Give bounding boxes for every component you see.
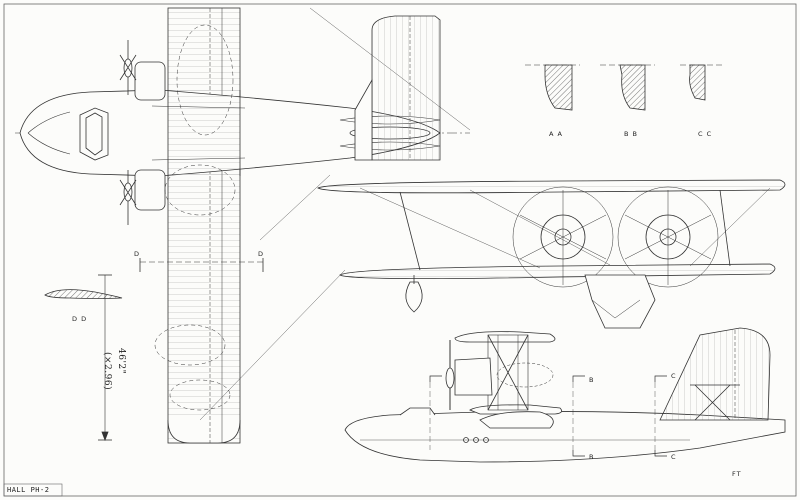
front-prop-disk-right <box>617 186 719 288</box>
sheet-border <box>3 3 797 497</box>
span-dimension-label: 46'2" <box>116 348 126 375</box>
tail-top-view <box>354 15 441 161</box>
label-section-cc: C C <box>698 130 713 138</box>
cut-marker-d-right: D <box>258 250 265 258</box>
side-view <box>344 327 786 463</box>
plan-upper-wing <box>167 7 241 444</box>
front-view <box>317 179 786 329</box>
label-section-dd: D D <box>72 315 88 323</box>
title-box <box>3 483 63 497</box>
side-engine-nacelle <box>454 357 493 396</box>
front-lower-wing <box>339 263 776 279</box>
section-profiles <box>525 64 725 111</box>
section-aa-profile <box>544 64 573 111</box>
section-bb-profile <box>619 64 646 111</box>
plan-view <box>15 7 471 444</box>
span-metric-label: (×2.96) <box>102 352 112 391</box>
label-section-aa: A A <box>549 130 563 138</box>
front-prop-disk-left <box>512 186 614 288</box>
cut-marker-d-left: D <box>134 250 141 258</box>
plan-propeller-lower <box>119 170 137 225</box>
cut-marker-c-top: C <box>671 372 677 380</box>
scale-note: FT <box>732 470 742 478</box>
cut-marker-b-bottom: B <box>589 453 595 461</box>
front-hull <box>584 274 656 329</box>
side-tail-fin <box>659 327 771 421</box>
cut-marker-c-bottom: C <box>671 453 677 461</box>
title-block-label: HALL PH-2 <box>7 486 50 494</box>
front-upper-wing <box>317 179 786 194</box>
side-upper-wing <box>454 331 556 343</box>
plan-nacelle-upper <box>134 61 166 101</box>
section-cc-profile <box>689 64 706 101</box>
side-propeller <box>445 367 455 389</box>
section-dd-airfoil <box>44 289 123 299</box>
front-wingtip-float <box>405 281 423 313</box>
plan-nacelle-lower <box>134 169 166 211</box>
label-section-bb: B B <box>624 130 638 138</box>
cut-marker-b-top: B <box>589 376 595 384</box>
plan-propeller-upper <box>119 40 137 95</box>
